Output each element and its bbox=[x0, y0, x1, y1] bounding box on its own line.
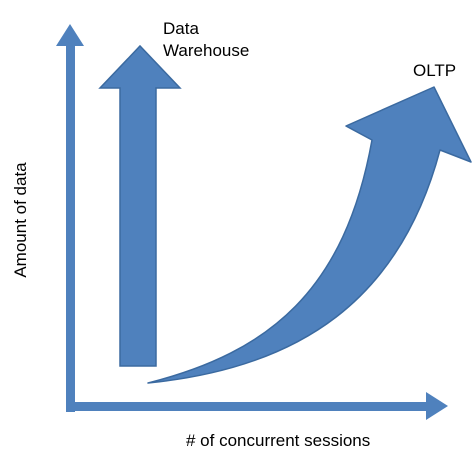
data-warehouse-label-line1: Data bbox=[163, 19, 199, 38]
y-axis-line bbox=[66, 42, 75, 412]
y-axis bbox=[56, 24, 84, 412]
x-axis-line bbox=[66, 402, 430, 411]
y-axis-arrowhead bbox=[56, 24, 84, 46]
data-warehouse-label-line2: Warehouse bbox=[163, 41, 250, 60]
x-axis-arrowhead bbox=[426, 392, 448, 420]
oltp-label: OLTP bbox=[413, 61, 457, 80]
oltp-curved-arrow bbox=[147, 86, 472, 384]
data-warehouse-label: Data Warehouse bbox=[163, 18, 249, 62]
x-axis bbox=[66, 392, 448, 420]
data-warehouse-arrow bbox=[98, 44, 182, 367]
x-axis-label: # of concurrent sessions bbox=[186, 431, 371, 450]
y-axis-label: Amount of data bbox=[11, 162, 30, 278]
